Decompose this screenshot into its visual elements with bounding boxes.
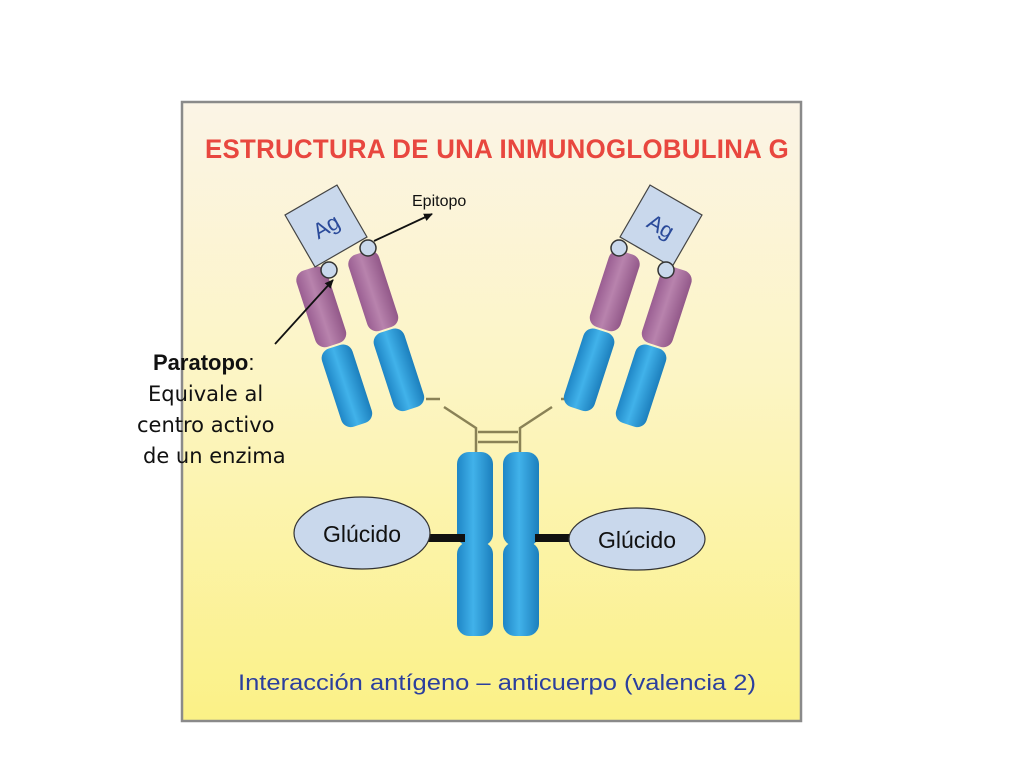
diagram-title: ESTRUCTURA DE UNA INMUNOGLOBULINA G — [205, 134, 789, 164]
paratope-colon: : — [248, 350, 254, 375]
svg-text:Paratopo:: Paratopo: — [153, 350, 254, 375]
right-heavy-chain — [563, 250, 640, 412]
diagram-caption: Interacción antígeno – anticuerpo (valen… — [238, 670, 756, 695]
right-light-constant-domain — [615, 344, 667, 428]
fc-right-lower-domain — [503, 542, 539, 636]
epitope-right-outer — [657, 261, 675, 279]
carbohydrate-left-connector — [425, 534, 465, 542]
left-heavy-constant-domain — [373, 328, 425, 412]
left-light-constant-domain — [321, 344, 373, 428]
epitope-label: Epitopo — [412, 193, 466, 210]
epitope-arrow — [373, 213, 433, 242]
fc-right-upper-domain — [503, 452, 539, 546]
fc-left-lower-domain — [457, 542, 493, 636]
antigen-right: Ag — [619, 184, 703, 268]
epitope-markers — [320, 239, 675, 279]
left-heavy-variable-domain — [348, 250, 399, 332]
right-light-chain — [615, 266, 692, 428]
carbohydrate-left: Glúcido — [293, 496, 431, 570]
left-light-chain — [296, 266, 373, 428]
left-arm — [296, 250, 425, 428]
right-heavy-variable-domain — [589, 250, 640, 332]
fc-left-upper-domain — [457, 452, 493, 546]
left-light-variable-domain — [296, 266, 347, 348]
paratope-line-2: Equivale al — [148, 382, 263, 406]
carbohydrate-left-label: Glúcido — [323, 521, 401, 547]
fc-region — [457, 452, 539, 636]
right-heavy-constant-domain — [563, 328, 615, 412]
right-light-variable-domain — [641, 266, 692, 348]
left-heavy-chain — [348, 250, 425, 412]
carbohydrate-right-label: Glúcido — [598, 527, 676, 553]
paratope-label: Paratopo: Equivale al centro activo de u… — [137, 350, 286, 468]
paratope-term: Paratopo — [153, 350, 248, 375]
paratope-arrow — [274, 279, 334, 345]
carbohydrate-right: Glúcido — [568, 507, 706, 571]
carbohydrate-right-connector — [535, 534, 575, 542]
paratope-line-3: centro activo — [137, 413, 274, 437]
antigen-left: Ag — [284, 184, 368, 268]
epitope-left-outer — [320, 261, 338, 279]
epitope-right-inner — [610, 239, 628, 257]
paratope-line-4: de un enzima — [143, 444, 286, 468]
right-arm — [563, 250, 692, 428]
epitope-left-inner — [359, 239, 377, 257]
